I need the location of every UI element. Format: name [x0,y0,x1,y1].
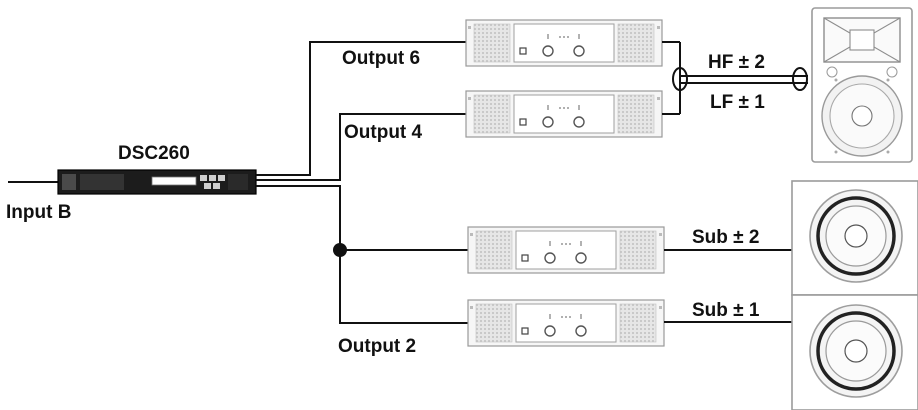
lf-label: LF ± 1 [710,92,765,113]
output2-label: Output 2 [338,336,416,357]
output2-wire [256,185,468,324]
output6-wire [256,41,466,176]
junction-dot [333,243,347,257]
cable-clamp-left [672,67,688,91]
amplifier-top [465,19,663,67]
amplifier-third [467,226,665,274]
subwoofer-upper [791,180,918,296]
dsc260-processor [57,169,257,195]
full-range-speaker [811,7,913,163]
output4-wire [256,113,466,181]
hf-label: HF ± 2 [708,52,765,73]
cable-clamp-right [792,67,808,91]
input-label: Input B [6,202,71,223]
amplifier-second [465,90,663,138]
sub1-label: Sub ± 1 [692,300,760,321]
amplifier-bottom [467,299,665,347]
processor-label: DSC260 [118,143,190,164]
sub2-label: Sub ± 2 [692,227,759,248]
subwoofer-lower [791,294,918,410]
output4-label: Output 4 [344,122,423,143]
output6-label: Output 6 [342,48,420,69]
